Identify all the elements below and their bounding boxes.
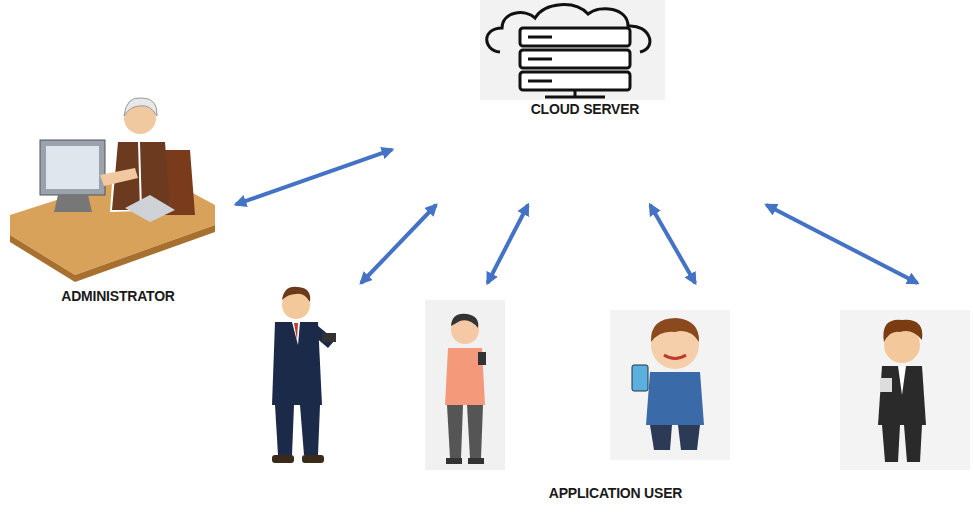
user-figure <box>425 300 505 470</box>
user-figure <box>322 333 336 342</box>
user-figure <box>678 425 700 450</box>
user-figure <box>904 425 922 462</box>
user-figure <box>272 322 322 405</box>
user-figure <box>610 310 730 460</box>
user-figure <box>610 310 730 460</box>
administrator-figure <box>100 168 138 186</box>
user-figure <box>468 458 484 464</box>
user-figure <box>840 310 970 470</box>
user-figure <box>282 287 310 302</box>
cloud-server-icon <box>480 0 665 100</box>
cloud-server-icon <box>520 72 630 90</box>
node-label: CLOUD SERVER <box>392 101 778 117</box>
user-figure <box>445 348 485 405</box>
user-figure <box>292 322 300 345</box>
administrator-figure <box>40 140 105 195</box>
bidirectional-arrow <box>236 150 392 205</box>
cloud-server-icon <box>520 28 630 46</box>
user-figure <box>478 352 486 365</box>
user-figure <box>632 365 648 391</box>
user-figure <box>878 366 926 425</box>
administrator-figure <box>10 98 215 282</box>
user-figure <box>880 378 892 392</box>
user-figure <box>275 405 294 455</box>
user-figure <box>314 326 335 348</box>
user-figure <box>840 310 970 470</box>
user-figure <box>898 366 906 395</box>
administrator-node: ADMINISTRATOR <box>0 90 236 310</box>
user-group-node: APPLICATION USER <box>250 283 973 514</box>
user-figure <box>883 320 922 342</box>
user-figure <box>294 323 298 340</box>
server-node: CLOUD SERVER <box>392 0 778 205</box>
user-figure <box>467 405 483 458</box>
cloud-server-icon <box>545 96 605 99</box>
user-figure <box>447 405 463 458</box>
cloud-server-icon <box>480 0 665 100</box>
bidirectional-arrow <box>766 205 917 283</box>
cloud-server-icon <box>487 5 650 52</box>
user-figure <box>302 455 324 463</box>
user-figure <box>272 455 294 463</box>
user-figure <box>646 372 704 425</box>
bidirectional-arrow <box>488 205 528 283</box>
node-label: ADMINISTRATOR <box>0 288 236 304</box>
user-figure <box>651 318 699 342</box>
user-figure <box>425 300 505 470</box>
cloud-server-icon <box>528 36 552 39</box>
user-figure <box>272 287 336 463</box>
administrator-figure <box>46 146 99 189</box>
administrator-figure <box>124 98 157 116</box>
administrator-figure <box>10 225 215 282</box>
bidirectional-arrow <box>361 205 436 283</box>
cloud-server-icon <box>528 80 552 83</box>
bidirectional-arrow <box>650 205 695 283</box>
user-figure <box>451 314 478 328</box>
user-figure <box>664 355 686 359</box>
user-figure <box>882 425 900 462</box>
user-figure <box>446 458 462 464</box>
administrator-figure <box>125 195 175 222</box>
cloud-server-icon <box>520 50 630 68</box>
user-figure <box>650 425 672 450</box>
user-figure <box>300 405 320 455</box>
cloud-server-icon <box>528 58 552 61</box>
administrator-figure <box>54 195 92 212</box>
node-label: APPLICATION USER <box>250 485 973 501</box>
